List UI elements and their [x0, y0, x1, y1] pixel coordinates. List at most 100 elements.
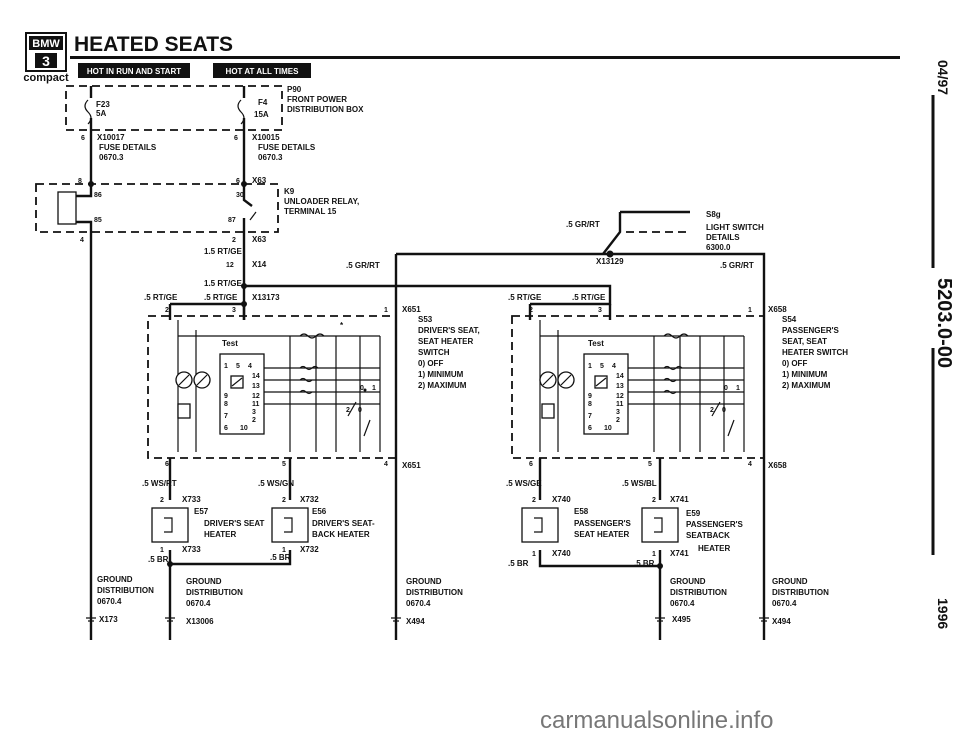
e57-conn-top: X733: [182, 495, 201, 504]
ground-1-l2: DISTRIBUTION: [97, 586, 154, 595]
relay-conn: X63: [252, 176, 267, 185]
ds-n7: 7: [224, 413, 228, 420]
e59-conn-bot: X741: [670, 549, 689, 558]
e57-name1: DRIVER'S SEAT: [204, 519, 265, 528]
fuse-f23: F23: [96, 100, 110, 109]
wire-r-rtge-2: .5 RT/GE: [572, 293, 606, 302]
ps-n2: 2: [616, 417, 620, 424]
ps-n6: 6: [588, 425, 592, 432]
hot-all-label: HOT AT ALL TIMES: [226, 67, 300, 76]
wire-l-br1: .5 BR: [148, 555, 169, 564]
e59-name1: PASSENGER'S: [686, 520, 744, 529]
ground-1: GROUND DISTRIBUTION 0670.4 X173: [86, 575, 154, 624]
heater-e59: 2 X741 E59 PASSENGER'S SEATBACK HEATER 1…: [641, 495, 744, 558]
ps-pos2: 2) MAXIMUM: [782, 381, 831, 390]
ds-n10: 10: [240, 425, 248, 432]
ps-name1: PASSENGER'S: [782, 326, 840, 335]
ground-3-id: X494: [406, 617, 425, 626]
fuse-f4: F4: [258, 98, 268, 107]
ds-p4: 4: [384, 461, 388, 468]
ground-4-l1: GROUND: [670, 577, 706, 586]
conn-x10015: X10015: [252, 133, 280, 142]
junction-dots: [88, 181, 663, 569]
relay-conn-2: X63: [252, 235, 267, 244]
ps-p6: 6: [529, 461, 533, 468]
ps-conn-top: X658: [768, 305, 787, 314]
ps-n7: 7: [588, 413, 592, 420]
ds-n9: 9: [224, 393, 228, 400]
ps-n4: 4: [612, 363, 616, 370]
conn-x10017: X10017: [97, 133, 125, 142]
e56-pin-bot: 1: [282, 547, 286, 554]
ds-n13: 13: [252, 383, 260, 390]
ds-sw1: 1: [372, 385, 376, 392]
ps-name3: HEATER SWITCH: [782, 348, 848, 357]
ps-n13: 13: [616, 383, 624, 390]
ground-4-l2: DISTRIBUTION: [670, 588, 727, 597]
ground-2-l3: 0670.4: [186, 599, 211, 608]
ps-n5: 5: [600, 363, 604, 370]
relay-pin-2: 2: [232, 237, 236, 244]
e58-conn-bot: X740: [552, 549, 571, 558]
fuse-pin-6b: 6: [234, 135, 238, 142]
ground-4-l3: 0670.4: [670, 599, 695, 608]
light-switch-ref: 6300.0: [706, 243, 731, 252]
relay-pin-4: 4: [80, 237, 84, 244]
light-switch-s8g: S8g LIGHT SWITCH DETAILS 6300.0 .5 GR/RT…: [566, 210, 764, 266]
logo-series: 3: [42, 53, 50, 69]
ground-2: GROUND DISTRIBUTION 0670.4 X13006: [165, 577, 243, 626]
light-switch-id: S8g: [706, 210, 721, 219]
fuse-box-id: P90: [287, 85, 302, 94]
ps-pos1: 1) MINIMUM: [782, 370, 828, 379]
e58-id: E58: [574, 507, 589, 516]
ps-n8: 8: [588, 401, 592, 408]
e58-name1: PASSENGER'S: [574, 519, 632, 528]
wire-15rtge: 1.5 RT/GE: [204, 247, 242, 256]
fuse-pin-6a: 6: [81, 135, 85, 142]
relay-pin-8: 8: [78, 178, 82, 185]
e58-conn-top: X740: [552, 495, 571, 504]
ds-n11: 11: [252, 401, 260, 408]
e59-pin-top: 2: [652, 497, 656, 504]
ground-1-id: X173: [99, 615, 118, 624]
ps-n1: 1: [588, 363, 592, 370]
e59-name2: SEATBACK: [686, 531, 730, 540]
conn-x13173: X13173: [252, 293, 280, 302]
wire-r-wsge: .5 WS/GE: [506, 479, 542, 488]
relay-pin-6: 6: [236, 178, 240, 185]
wire-r-br2: .5 BR: [634, 559, 655, 568]
ds-name1: DRIVER'S SEAT,: [418, 326, 480, 335]
wire-l-rtge-1: .5 RT/GE: [144, 293, 178, 302]
bmw-logo: BMW 3 compact: [23, 32, 69, 84]
ps-p4: 4: [748, 461, 752, 468]
ps-sw1: 1: [736, 385, 740, 392]
wire-l-wsrt: .5 WS/RT: [142, 479, 177, 488]
ps-n10: 10: [604, 425, 612, 432]
light-switch-wire: .5 GR/RT: [566, 220, 600, 229]
ds-n14: 14: [252, 373, 260, 380]
ps-name2: SEAT, SEAT: [782, 337, 827, 346]
ground-1-l3: 0670.4: [97, 597, 122, 606]
ds-sw2: 2: [346, 407, 350, 414]
driver-switch-star: *: [340, 321, 344, 330]
wire-r-wsbl: .5 WS/BL: [622, 479, 657, 488]
ps-conn-bot: X658: [768, 461, 787, 470]
wire-l-rtge-2: .5 RT/GE: [204, 293, 238, 302]
page-title: HEATED SEATS: [74, 33, 233, 56]
ground-2-l2: DISTRIBUTION: [186, 588, 243, 597]
fuse-details-2: FUSE DETAILS: [258, 143, 316, 152]
ps-n14: 14: [616, 373, 624, 380]
ds-n6: 6: [224, 425, 228, 432]
logo-sub: compact: [23, 72, 69, 84]
e56-pin-top: 2: [282, 497, 286, 504]
ground-5: GROUND DISTRIBUTION 0670.4 X494: [759, 577, 829, 626]
ground-4: GROUND DISTRIBUTION 0670.4 X495: [655, 577, 727, 624]
fuse-box-name2: DISTRIBUTION BOX: [287, 105, 364, 114]
ground-3-l2: DISTRIBUTION: [406, 588, 463, 597]
side-code: 5203.0-00: [933, 278, 955, 368]
ground-1-l1: GROUND: [97, 575, 133, 584]
ds-name2: SEAT HEATER: [418, 337, 473, 346]
ps-p3: 3: [598, 307, 602, 314]
relay-pin-12: 12: [226, 262, 234, 269]
ds-p5: 5: [282, 461, 286, 468]
